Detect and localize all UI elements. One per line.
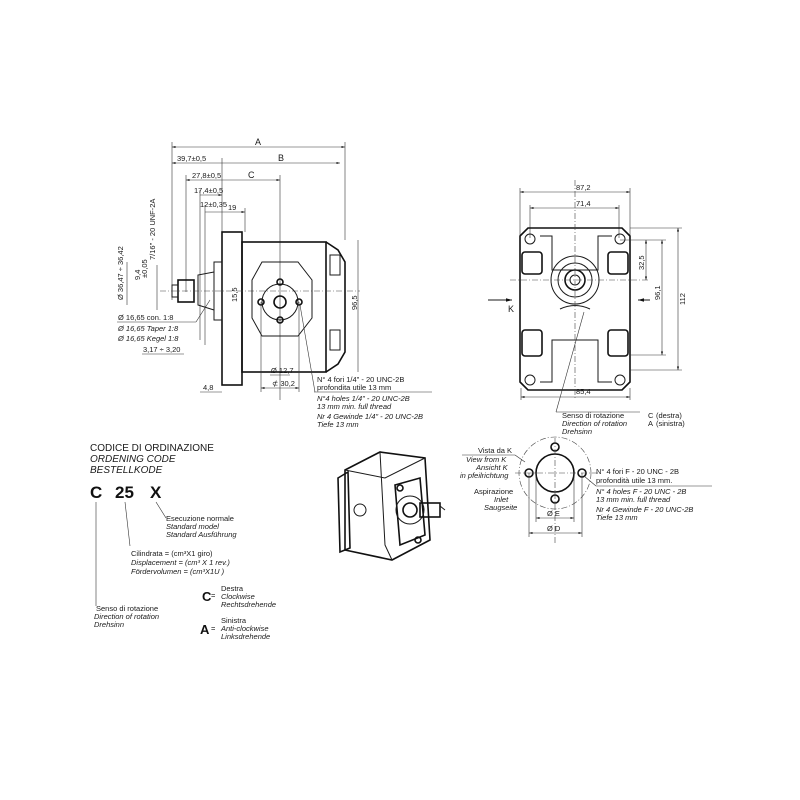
code-25: 25 [115, 483, 134, 502]
code-x: X [150, 483, 162, 502]
rotation-c-letter: C [648, 411, 654, 420]
port-holes-it-2: profondità utile 13 mm. [596, 476, 672, 485]
clockwise-it: Destra [221, 584, 244, 593]
dimension-39-7-label: 39,7±0,5 [177, 154, 206, 163]
dimension-d-label: Ø D [547, 524, 561, 533]
clockwise-en: Clockwise [221, 592, 255, 601]
rotation-en: Direction of rotation [94, 612, 159, 621]
port-holes-it-1: N° 4 fori F - 20 UNC - 2B [596, 467, 679, 476]
dimension-30-2-label: ⊄ 30,2 [272, 379, 295, 388]
svg-text:=: = [211, 624, 216, 633]
dimension-96-5-label: 96,5 [350, 295, 359, 310]
rotation-a-note: (sinistra) [656, 419, 685, 428]
rotation-a-letter: A [648, 419, 653, 428]
dimension-e-label: Ø E [547, 509, 560, 518]
ordering-title-de: BESTELLKODE [90, 465, 163, 476]
taper-label-de: Ø 16,65 Kegel 1:8 [117, 334, 179, 343]
dimension-112-label: 112 [678, 293, 687, 305]
dimension-15-5-label: 15,5 [230, 287, 239, 302]
dimension-19-label: 19 [228, 203, 236, 212]
holes-note-de-2: Tiefe 13 mm [317, 420, 359, 429]
dimension-b-label: B [278, 153, 284, 163]
dimension-3-17-label: 3,17 ÷ 3,20 [143, 345, 180, 354]
rotation-c-note: (destra) [656, 411, 682, 420]
dimension-32-5-label: 32,5 [637, 255, 646, 270]
view-from-k-en: View from K [466, 455, 507, 464]
dimension-87-2-label: 87,2 [576, 183, 591, 192]
standard-model-en: Standard model [166, 522, 219, 531]
rotation-de: Drehsinn [94, 620, 124, 629]
code-c: C [90, 483, 102, 502]
holes-note-it-2: profondita utile 13 mm [317, 383, 391, 392]
view-from-k-de-1: Ansicht K [475, 463, 509, 472]
front-view: 87,2 71,4 K 112 96,1 32,5 [488, 180, 687, 436]
port-holes-de-1: Nr 4 Gewinde F - 20 UNC-2B [596, 505, 693, 514]
rotation-label-en: Direction of rotation [562, 419, 627, 428]
rotation-a-code: A [200, 622, 210, 637]
holes-note-en-1: N°4 holes 1/4" - 20 UNC-2B [317, 394, 410, 403]
taper-label-en: Ø 16,65 Taper 1:8 [117, 324, 179, 333]
inlet-label-it: Aspirazione [474, 487, 513, 496]
dimension-12-label: 12±0,35 [200, 200, 227, 209]
view-from-k-de-2: in pfeilrichtung [460, 471, 509, 480]
rotation-c-code: C [202, 589, 212, 604]
view-k-label: K [508, 304, 514, 314]
dimension-12-7-label: Ø 12,7 [271, 366, 294, 375]
dimension-a-label: A [255, 137, 261, 147]
dimension-4-8-label: 4,8 [203, 383, 213, 392]
rotation-label-it: Senso di rotazione [562, 411, 624, 420]
holes-note-en-2: 13 mm min. full thread [317, 402, 392, 411]
svg-text:=: = [211, 591, 216, 600]
pump-illustration [337, 451, 446, 561]
shaft-diameter-label: Ø 36,47 ÷ 36,42 [116, 246, 125, 300]
dimension-c-label: C [248, 170, 255, 180]
side-view: A 39,7±0,5 B 27,8±0,5 C 17,4±0,5 12±0,35… [116, 137, 432, 429]
dimension-71-4-label: 71,4 [576, 199, 591, 208]
tolerance-label: ±0,05 [140, 259, 149, 278]
port-holes-en-2: 13 mm min. full thread [596, 495, 671, 504]
displacement-it: Cilindrata = (cm³X1 giro) [131, 549, 213, 558]
dimension-85-4-label: 85,4 [576, 387, 591, 396]
anticlockwise-it: Sinistra [221, 616, 247, 625]
inlet-label-de: Saugseite [484, 503, 517, 512]
port-holes-de-2: Tiefe 13 mm [596, 513, 638, 522]
displacement-de: Fördervolumen = (cm³X1U ) [131, 567, 225, 576]
thread-spec-label: 7/16" - 20 UNF-2A [148, 199, 157, 260]
taper-label-it: Ø 16,65 con. 1:8 [118, 313, 173, 322]
rotation-label-de: Drehsinn [562, 427, 592, 436]
holes-note-de-1: Nr 4 Gewinde 1/4" - 20 UNC-2B [317, 412, 423, 421]
port-view: Ø E Ø D Vista da K View from K Ansicht K… [460, 436, 712, 545]
anticlockwise-en: Anti-clockwise [220, 624, 269, 633]
dimension-9-4-label: 9,4 [133, 270, 142, 280]
inlet-label-en: Inlet [494, 495, 509, 504]
anticlockwise-de: Linksdrehende [221, 632, 270, 641]
dimension-96-1-label: 96,1 [653, 285, 662, 300]
holes-note-it-1: N° 4 fori 1/4" - 20 UNC-2B [317, 375, 404, 384]
view-from-k-it: Vista da K [478, 446, 512, 455]
rotation-it: Senso di rotazione [96, 604, 158, 613]
ordering-title-it: CODICE DI ORDINAZIONE [90, 443, 214, 454]
dimension-17-4-label: 17,4±0,5 [194, 186, 223, 195]
displacement-en: Displacement = (cm³ X 1 rev.) [131, 558, 230, 567]
standard-model-de: Standard Ausführung [166, 530, 237, 539]
ordering-title-en: ORDENING CODE [90, 454, 176, 465]
ordering-code: CODICE DI ORDINAZIONE ORDENING CODE BEST… [90, 443, 276, 641]
port-holes-en-1: N° 4 holes F - 20 UNC - 2B [596, 487, 686, 496]
clockwise-de: Rechtsdrehende [221, 600, 276, 609]
standard-model-it: Esecuzione normale [166, 514, 234, 523]
dimension-27-8-label: 27,8±0,5 [192, 171, 221, 180]
